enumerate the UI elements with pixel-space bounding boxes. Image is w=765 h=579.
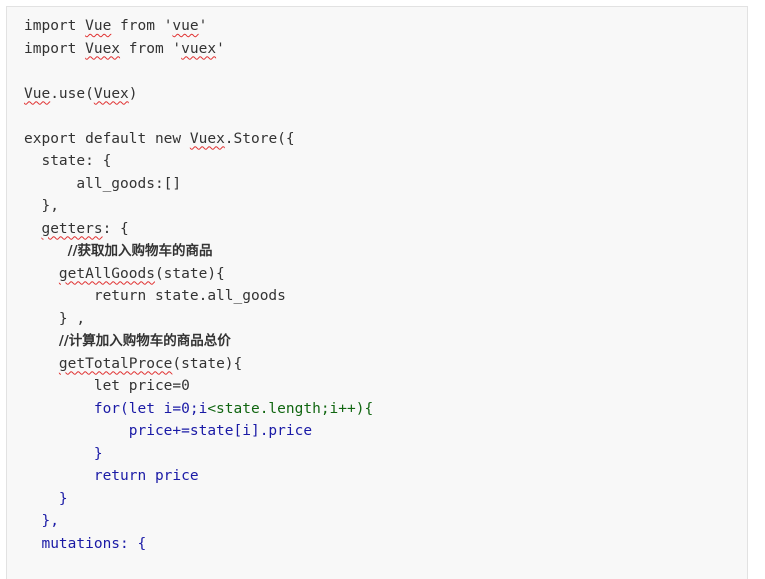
code-token-flagged: getAllGoods	[58, 265, 155, 282]
code-token	[24, 356, 59, 372]
code-token: },	[24, 513, 59, 529]
code-line: return state.all_goods	[24, 285, 747, 308]
code-token-flagged: Vuex	[93, 85, 129, 102]
code-token: <state.length;i++){	[207, 400, 374, 417]
code-token: : {	[102, 220, 129, 237]
code-token: from '	[120, 40, 182, 57]
code-token: import	[24, 40, 86, 57]
code-token: mutations: {	[24, 535, 147, 552]
code-token-flagged: vuex	[181, 40, 217, 57]
code-line: },	[24, 510, 747, 533]
code-token	[24, 333, 59, 349]
code-token: .Store({	[224, 130, 295, 147]
code-line: getTotalProce(state){	[24, 353, 747, 376]
code-token: from '	[111, 18, 173, 34]
code-token: for(let i=0;i	[24, 400, 208, 417]
code-line: return price	[24, 465, 747, 488]
code-token: .use(	[50, 85, 94, 102]
code-token-flagged: getTotalProce	[58, 355, 173, 372]
code-token: price+=state[i].price	[24, 423, 313, 439]
code-line: ​	[24, 105, 747, 128]
code-token	[24, 221, 41, 237]
code-token-flagged: Vue	[24, 85, 51, 102]
code-token: (state){	[172, 355, 243, 372]
code-line: },	[24, 195, 747, 218]
code-line: all_goods:[]	[24, 173, 747, 196]
code-token: let price=0	[24, 378, 190, 394]
code-token: export default new	[24, 130, 190, 147]
code-line: //计算加入购物车的商品总价	[24, 330, 747, 353]
code-line: export default new Vuex.Store({	[24, 128, 747, 151]
code-line: //获取加入购物车的商品	[24, 240, 747, 263]
code-token: },	[24, 198, 59, 214]
code-token-flagged: Vuex	[85, 40, 121, 57]
code-comment: //计算加入购物车的商品总价	[58, 333, 231, 349]
code-token: )	[128, 85, 138, 102]
code-token: state: {	[24, 153, 112, 169]
code-line: getters: {	[24, 218, 747, 241]
code-line: getAllGoods(state){	[24, 263, 747, 286]
code-token: '	[198, 18, 208, 34]
code-token: }	[24, 445, 103, 462]
code-token: all_goods:[]	[24, 175, 182, 192]
code-line: let price=0	[24, 375, 747, 398]
code-line: import Vue from 'vue'	[24, 15, 747, 38]
code-token: }	[24, 490, 68, 507]
code-line: ​	[24, 60, 747, 83]
code-line: mutations: {	[24, 533, 747, 556]
code-line: } ,	[24, 308, 747, 331]
code-token: return state.all_goods	[24, 288, 286, 304]
code-token-flagged: Vuex	[189, 130, 225, 147]
code-line: price+=state[i].price	[24, 420, 747, 443]
code-block-panel: import Vue from 'vue'import Vuex from 'v…	[6, 6, 748, 579]
code-token	[24, 243, 68, 259]
code-token: (state){	[154, 265, 225, 282]
code-line: state: {	[24, 150, 747, 173]
code-line: }	[24, 443, 747, 466]
code-token-flagged: vue	[172, 18, 199, 34]
code-line: Vue.use(Vuex)	[24, 83, 747, 106]
code-token-flagged: getters	[41, 220, 103, 237]
code-line: import Vuex from 'vuex'	[24, 38, 747, 61]
code-comment: //获取加入购物车的商品	[67, 243, 213, 259]
code-token: } ,	[24, 310, 86, 327]
code-token: import	[24, 18, 86, 34]
code-token-flagged: Vue	[85, 18, 112, 34]
code-token	[24, 266, 59, 282]
code-block[interactable]: import Vue from 'vue'import Vuex from 'v…	[7, 7, 747, 555]
code-line: for(let i=0;i<state.length;i++){	[24, 398, 747, 421]
code-token: return price	[24, 468, 199, 484]
code-line: }	[24, 488, 747, 511]
code-token: '	[216, 40, 225, 57]
